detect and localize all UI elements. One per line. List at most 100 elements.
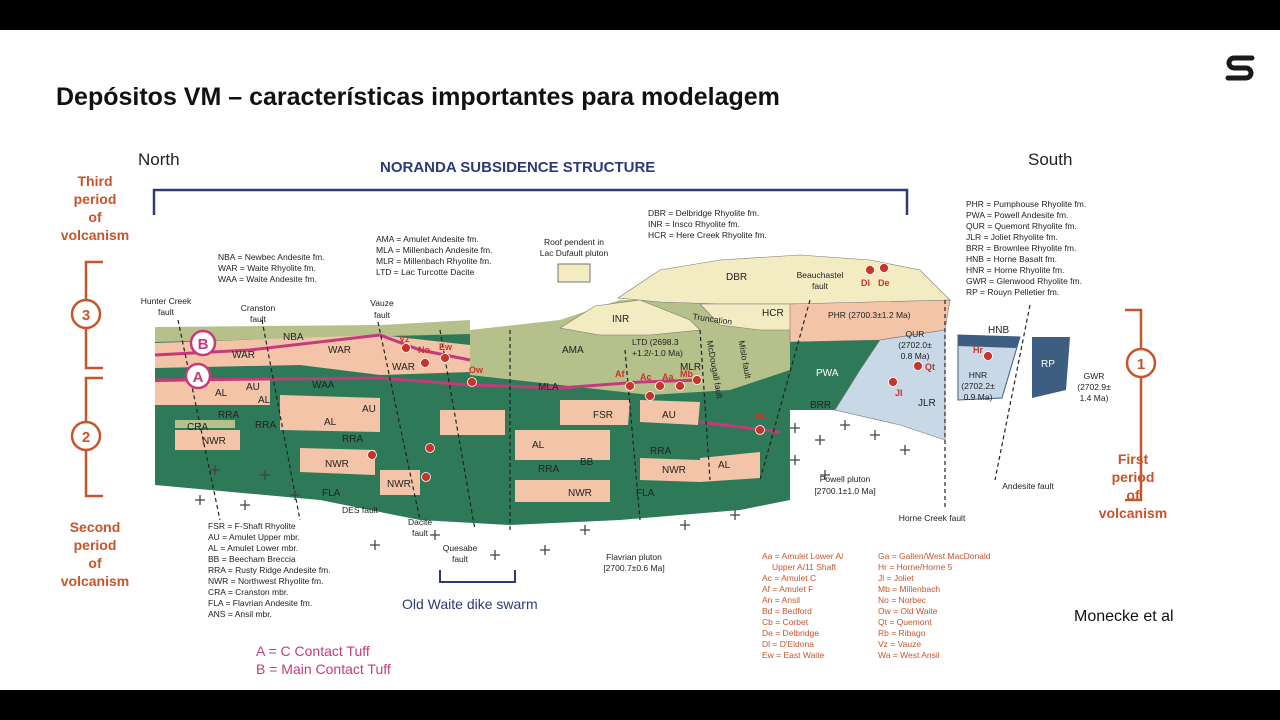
svg-text:CRA = Cranston mbr.: CRA = Cranston mbr. [208,587,289,597]
svg-text:Quesabe: Quesabe [443,543,478,553]
slide: Depósitos VM – características important… [0,30,1280,690]
svg-text:FLA = Flavrian Andesite fm.: FLA = Flavrian Andesite fm. [208,598,312,608]
unit-bb: BB [580,457,594,468]
legend-dbr: DBR = Delbridge Rhyolite fm. INR = Insco… [648,208,767,240]
fault-lines [177,299,1031,531]
tuff-marker-a-label: A [193,369,204,386]
svg-text:Flavrian pluton: Flavrian pluton [606,552,662,562]
svg-text:Ga = Gallen/West MacDonald: Ga = Gallen/West MacDonald [878,551,991,561]
svg-text:Cb = Corbet: Cb = Corbet [762,617,809,627]
period-1-circle [1125,347,1157,379]
svg-text:LTD = Lac Turcotte Dacite: LTD = Lac Turcotte Dacite [376,267,475,277]
svg-text:De = Delbridge: De = Delbridge [762,628,819,638]
period-1-number: 1 [1137,356,1145,373]
svg-text:An = Ansil: An = Ansil [762,595,800,605]
svg-text:Ow = Old Waite: Ow = Old Waite [878,606,938,616]
svg-text:GWR: GWR [1084,371,1105,381]
unit-ama: AMA [562,345,584,356]
svg-text:Vz: Vz [399,334,410,344]
north-label: North [138,150,180,169]
svg-text:fault: fault [812,281,829,291]
au-layer-right [640,400,700,425]
svg-text:period: period [74,191,117,207]
svg-text:Bd = Bedford: Bd = Bedford [762,606,812,616]
unit-rp: RP [1041,359,1055,370]
slide-title: Depósitos VM – características important… [56,83,780,111]
period-3-number: 3 [82,307,90,324]
misc-annotations: Roof pendent in Lac Dufault pluton Powel… [540,237,1111,573]
svg-text:Ac = Amulet C: Ac = Amulet C [762,573,816,583]
unit-labels: NBA WAR WAR WAR WAA AU AU AL AL AL AL AL… [187,272,1055,499]
svg-text:Qt: Qt [925,362,935,372]
first-period-label: First period of volcanism [1099,451,1167,521]
svg-text:Af = Amulet F: Af = Amulet F [762,584,813,594]
svg-text:fault: fault [452,554,469,564]
svg-text:Rb = Ribago: Rb = Ribago [878,628,926,638]
svg-text:HNR = Horne Rhyolite fm.: HNR = Horne Rhyolite fm. [966,265,1065,275]
svg-text:Dacite: Dacite [408,517,432,527]
svg-text:DES fault: DES fault [342,505,379,515]
svg-text:Aa = Amulet Lower A/: Aa = Amulet Lower A/ [762,551,844,561]
title-bracket [152,188,909,215]
svg-text:B = Main Contact Tuff: B = Main Contact Tuff [256,661,391,677]
svg-text:HNR: HNR [969,370,987,380]
al-layer-1 [155,380,270,405]
svg-text:volcanism: volcanism [61,573,129,589]
svg-text:Dl = D'Eldona: Dl = D'Eldona [762,639,814,649]
svg-text:[2700.7±0.6 Ma]: [2700.7±0.6 Ma] [603,563,664,573]
dike-swarm-bracket [439,570,516,583]
svg-text:Hr: Hr [973,345,983,355]
unit-hnb: HNB [988,325,1009,336]
svg-text:BRR = Brownlee Rhyolite fm.: BRR = Brownlee Rhyolite fm. [966,243,1076,253]
svg-text:period: period [74,537,117,553]
unit-mla: MLA [538,382,559,393]
svg-text:BB = Beecham Breccia: BB = Beecham Breccia [208,554,296,564]
svg-text:Aa: Aa [662,372,674,382]
svg-text:fault: fault [374,310,391,320]
cross-section-figure: North South NORANDA SUBSIDENCE STRUCTURE… [61,150,1167,677]
unit-nwr-2: NWR [325,459,349,470]
svg-text:(2702.2±: (2702.2± [961,381,995,391]
unit-jlr: JLR [918,398,936,409]
period-2-number: 2 [82,429,90,446]
period-2-circle [70,420,102,452]
unit-rra-3: RRA [342,434,363,445]
svg-text:Andesite fault: Andesite fault [1002,481,1054,491]
svg-text:ANS = Ansil mbr.: ANS = Ansil mbr. [208,609,272,619]
svg-text:GWR = Glenwood Rhyolite fm.: GWR = Glenwood Rhyolite fm. [966,276,1082,286]
hcr-block [699,303,801,331]
dike-swarm-label: Old Waite dike swarm [402,596,538,612]
citation-credit: Monecke et al [1074,608,1174,625]
tuff-legend: A = C Contact Tuff B = Main Contact Tuff [256,643,391,677]
tuff-marker-b [189,329,217,357]
al-layer-4 [700,452,760,482]
svg-text:Vz = Vauze: Vz = Vauze [878,639,921,649]
svg-text:AU = Amulet Upper mbr.: AU = Amulet Upper mbr. [208,532,300,542]
svg-text:AL = Amulet Lower mbr.: AL = Amulet Lower mbr. [208,543,298,553]
unit-nwr-4: NWR [568,488,592,499]
nwr-layer-4 [640,458,700,482]
brand-logo-icon [1225,55,1255,81]
svg-text:De: De [878,278,890,288]
svg-text:QUR: QUR [906,329,925,339]
tuff-marker-b-label: B [198,336,209,353]
crа-layer [175,420,235,428]
svg-text:Horne Creek fault: Horne Creek fault [899,513,966,523]
nwr-layer-1 [175,430,240,450]
legend-deposits-right: Ga = Gallen/West MacDonald Hr = Horne/Ho… [878,551,991,660]
svg-text:period: period [1112,469,1155,485]
unit-nba: NBA [283,332,304,343]
svg-text:NWR = Northwest Rhyolite fm.: NWR = Northwest Rhyolite fm. [208,576,324,586]
unit-pwa: PWA [816,368,839,379]
svg-text:Ac: Ac [640,372,652,382]
svg-text:DBR = Delbridge Rhyolite fm.: DBR = Delbridge Rhyolite fm. [648,208,759,218]
unit-al-5: AL [718,460,731,471]
svg-text:RP = Rouyn Pelletier fm.: RP = Rouyn Pelletier fm. [966,287,1059,297]
c-contact-tuff-line-2 [699,420,781,434]
svg-text:of: of [88,555,102,571]
svg-text:RRA = Rusty Ridge Andesite fm.: RRA = Rusty Ridge Andesite fm. [208,565,331,575]
svg-text:(2702.0±: (2702.0± [898,340,932,350]
svg-text:Jl: Jl [895,388,903,398]
svg-text:[2700.1±1.0 Ma]: [2700.1±1.0 Ma] [814,486,875,496]
svg-text:Vauze: Vauze [370,298,394,308]
